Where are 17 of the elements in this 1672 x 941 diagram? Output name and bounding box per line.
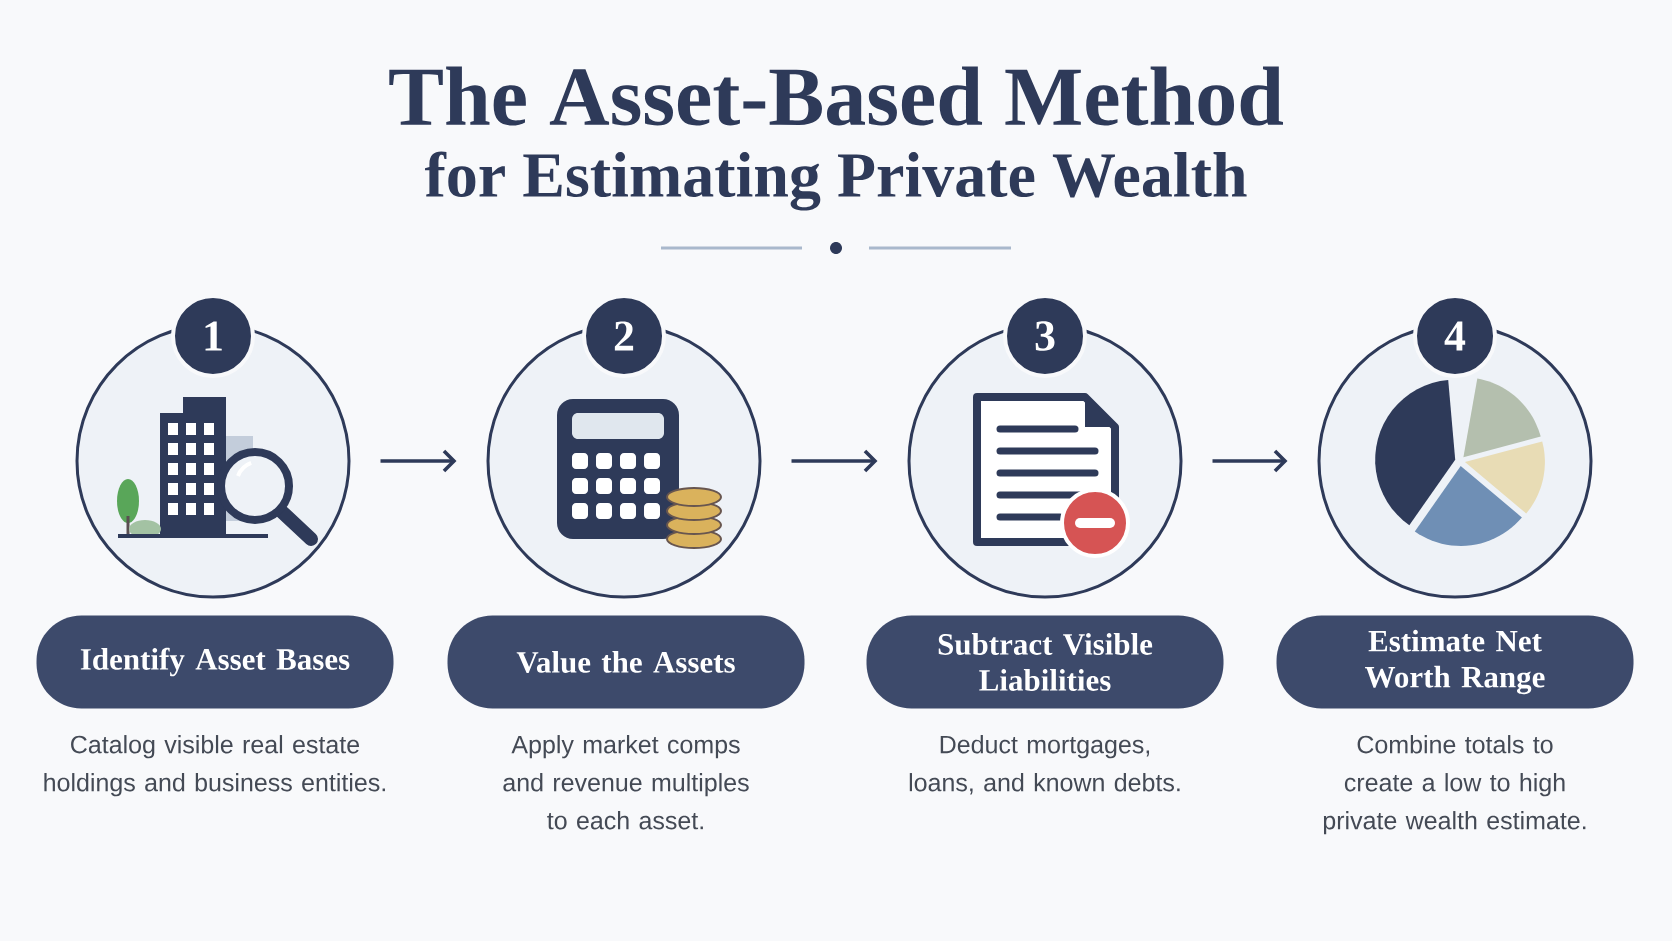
step-title-pill: Value the Assets <box>447 615 805 709</box>
description-text: Catalog visible real estate holdings and business entities. <box>44 735 385 797</box>
arrow <box>791 449 878 473</box>
step-title-pill: Estimate Net Worth Range <box>1276 615 1634 709</box>
step-title-pill: Identify Asset Bases <box>36 615 394 709</box>
step-number-badge: 3 <box>1003 294 1087 378</box>
step-number-badge: 1 <box>171 294 255 378</box>
step-title-pill: Subtract Visible Liabilities <box>866 615 1224 709</box>
step-number-badge: 4 <box>1413 294 1497 378</box>
description-text: Apply market comps and revenue multiples to each asset. <box>503 735 749 830</box>
subtitle: for Estimating Private Wealth <box>425 151 1247 211</box>
arrow <box>1212 449 1288 473</box>
step-number-badge: 2 <box>582 294 666 378</box>
description-text: Combine totals to create a low to high private wealth estimate. <box>1323 735 1586 835</box>
title: The Asset-Based Method <box>389 66 1283 126</box>
arrow <box>380 449 457 473</box>
description-text: Deduct mortgages, loans, and known debts. <box>909 735 1180 795</box>
